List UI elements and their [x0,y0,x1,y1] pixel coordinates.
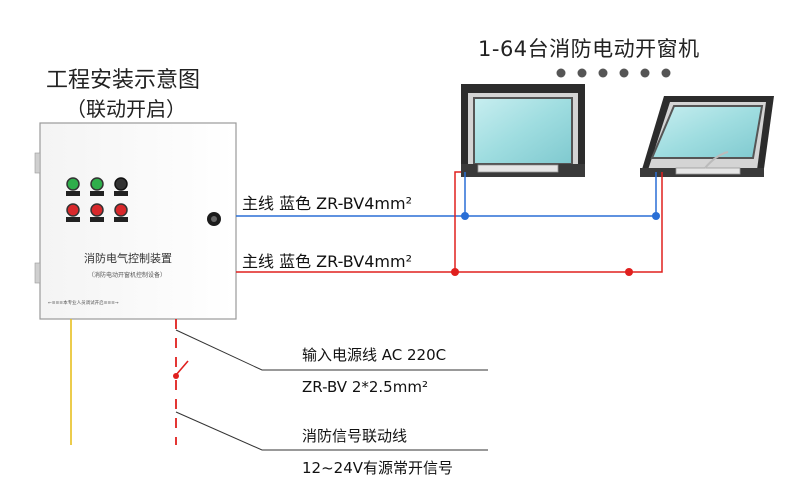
lamp-label-plate [90,217,104,222]
signal-leader-line [175,411,488,451]
green-lamp-icon [66,177,80,191]
dot-icon [577,68,587,78]
diagram-subtitle: （联动开启） [66,97,186,121]
black-button-icon [114,177,128,191]
switch-dot [173,373,179,379]
red-junction-dot [625,268,633,276]
blue-wire-line [465,172,657,217]
window-actuator [675,167,741,175]
dot-icon [598,68,608,78]
window-unit-1 [461,84,585,177]
lamp-label-plate [114,191,128,196]
lamp-label-plate [90,191,104,196]
red-wire-label: 主线 蓝色 ZR-BV4mm² [242,252,413,271]
blue-junction-dot [461,212,469,220]
red-lamp-icon [66,203,80,217]
signal-line-label: 消防信号联动线 [302,427,408,445]
hinge-top [34,152,41,174]
window-unit-2 [640,96,774,177]
control-box-note: ←≡≡≡本专业人员调试开启≡≡≡→ [48,301,119,306]
red-junction-dot [451,268,459,276]
more-windows-dots [556,68,671,78]
red-lamp-icon [114,203,128,217]
red-wire-line [455,172,663,273]
lamp-label-plate [114,217,128,222]
hinge-bottom [34,262,41,284]
dot-icon [556,68,566,78]
actuator-chain [704,151,729,169]
power-leader-line [175,329,488,371]
lamp-label-plate [66,191,80,196]
red-wire-line [236,171,461,273]
window-glass [473,97,573,165]
red-lamp-icon [90,203,104,217]
power-line-label: 输入电源线 AC 220C [302,346,447,364]
green-lamp-icon [90,177,104,191]
indicator-lamps-row-2 [66,203,128,222]
control-box-subtitle: （消防电动开窗机控制设备） [88,272,167,279]
input-wiring [173,319,488,451]
diagram-title: 工程安装示意图 [46,68,201,93]
indicator-lamps-row-1 [66,177,128,196]
red-main-wire [236,171,663,276]
blue-main-wire [236,172,660,220]
signal-line-spec: 12~24V有源常开信号 [302,459,454,477]
blue-junction-dot [652,212,660,220]
dot-icon [640,68,650,78]
power-line-spec: ZR-BV 2*2.5mm² [302,378,428,396]
switch-contact [175,360,189,376]
control-box-name: 消防电气控制装置 [84,252,172,265]
window-glass [650,105,764,159]
dot-icon [661,68,671,78]
window-group-title: 1-64台消防电动开窗机 [478,37,700,61]
key-lock-core [211,216,217,222]
blue-wire-label: 主线 蓝色 ZR-BV4mm² [242,194,413,213]
window-actuator [477,164,559,173]
control-box [34,122,237,320]
dot-icon [619,68,629,78]
lamp-label-plate [66,217,80,222]
